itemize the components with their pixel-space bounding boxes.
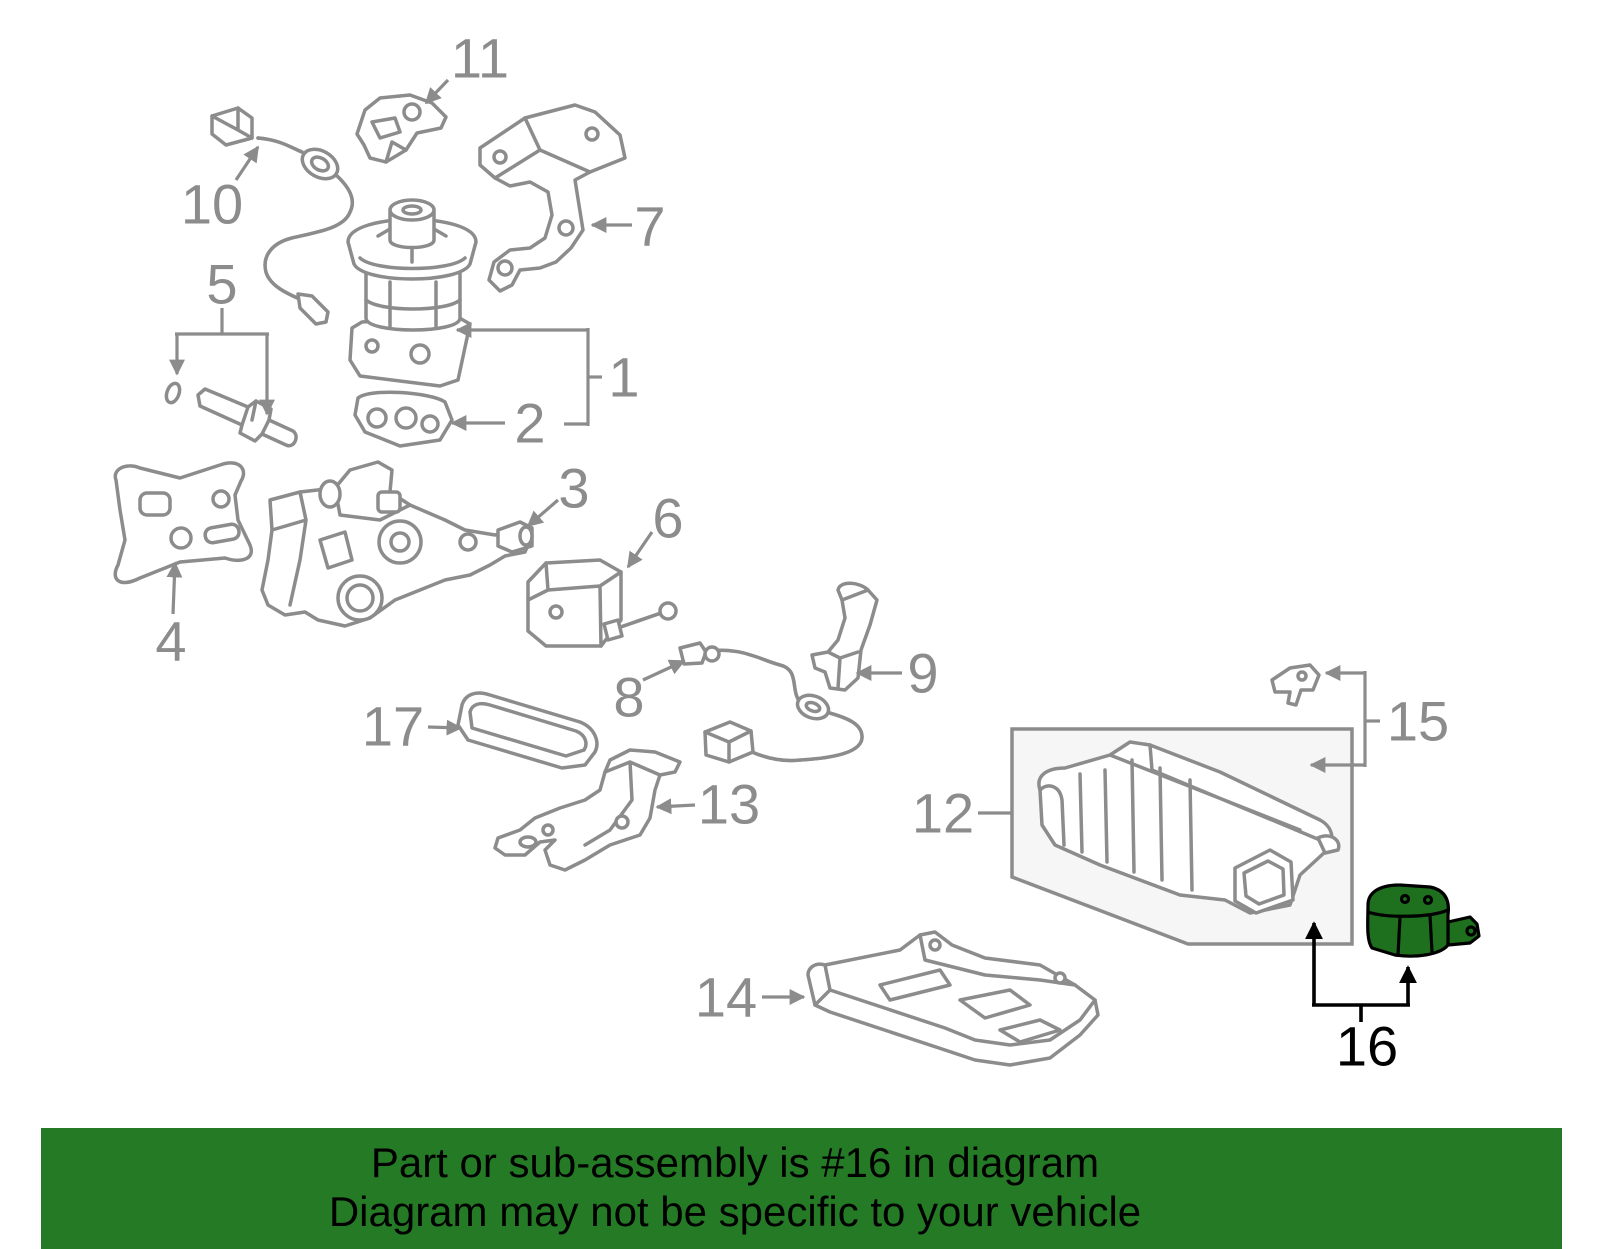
part-6-drawing bbox=[526, 558, 678, 648]
part-13-drawing bbox=[493, 748, 682, 872]
part-5-drawing bbox=[164, 381, 298, 448]
part-9-drawing bbox=[810, 581, 879, 692]
part-info-banner: Part or sub-assembly is #16 in diagram D… bbox=[41, 1128, 1562, 1249]
callout-6-leader bbox=[626, 531, 654, 569]
banner-line-2: Diagram may not be specific to your vehi… bbox=[328, 1188, 1142, 1235]
callout-label-8: 8 bbox=[613, 666, 644, 729]
callout-label-10: 10 bbox=[181, 173, 243, 236]
callout-label-14: 14 bbox=[695, 966, 757, 1029]
callout-label-9: 9 bbox=[907, 642, 938, 705]
callout-label-7: 7 bbox=[634, 195, 665, 258]
callout-label-15: 15 bbox=[1387, 690, 1449, 753]
callout-1-leader bbox=[455, 322, 602, 426]
part-4-drawing bbox=[113, 461, 253, 585]
callout-label-12: 12 bbox=[912, 782, 974, 845]
callout-label-16: 16 bbox=[1336, 1015, 1398, 1078]
part-1-drawing bbox=[346, 198, 478, 388]
callout-10-leader bbox=[234, 145, 260, 181]
callout-15-leader bbox=[1309, 665, 1380, 773]
part-7-drawing bbox=[478, 103, 627, 293]
callout-17-leader bbox=[427, 719, 463, 736]
part-3-drawing bbox=[260, 460, 534, 628]
banner-line-1: Part or sub-assembly is #16 in diagram bbox=[370, 1139, 1100, 1186]
part-16-drawing bbox=[1366, 883, 1481, 958]
part-12-drawing bbox=[1037, 740, 1341, 915]
callout-label-3: 3 bbox=[558, 457, 589, 520]
part-11-drawing bbox=[355, 93, 448, 164]
part-14-drawing bbox=[806, 930, 1100, 1067]
callout-label-1: 1 bbox=[608, 346, 639, 409]
callout-4-leader bbox=[166, 561, 183, 615]
callout-8-leader bbox=[642, 659, 686, 682]
callout-13-leader bbox=[655, 798, 696, 815]
callout-label-5: 5 bbox=[206, 253, 237, 316]
part-15-drawing bbox=[1270, 663, 1321, 707]
callout-label-11: 11 bbox=[451, 27, 509, 90]
callout-label-6: 6 bbox=[652, 487, 683, 550]
callout-11-leader bbox=[424, 78, 450, 105]
part-2-drawing bbox=[353, 390, 454, 448]
banner-text: Part or sub-assembly is #16 in diagram D… bbox=[41, 1138, 1429, 1236]
part-17-drawing bbox=[456, 691, 599, 770]
part-10-drawing bbox=[210, 106, 355, 326]
callout-label-13: 13 bbox=[698, 773, 760, 836]
part-8-drawing bbox=[678, 641, 864, 764]
callout-3-leader bbox=[526, 498, 560, 528]
callout-label-17: 17 bbox=[362, 695, 424, 758]
callout-label-4: 4 bbox=[155, 610, 186, 673]
callout-label-2: 2 bbox=[514, 392, 545, 455]
callout-5-leader bbox=[169, 308, 275, 416]
callout-16-leader bbox=[1305, 921, 1417, 1022]
